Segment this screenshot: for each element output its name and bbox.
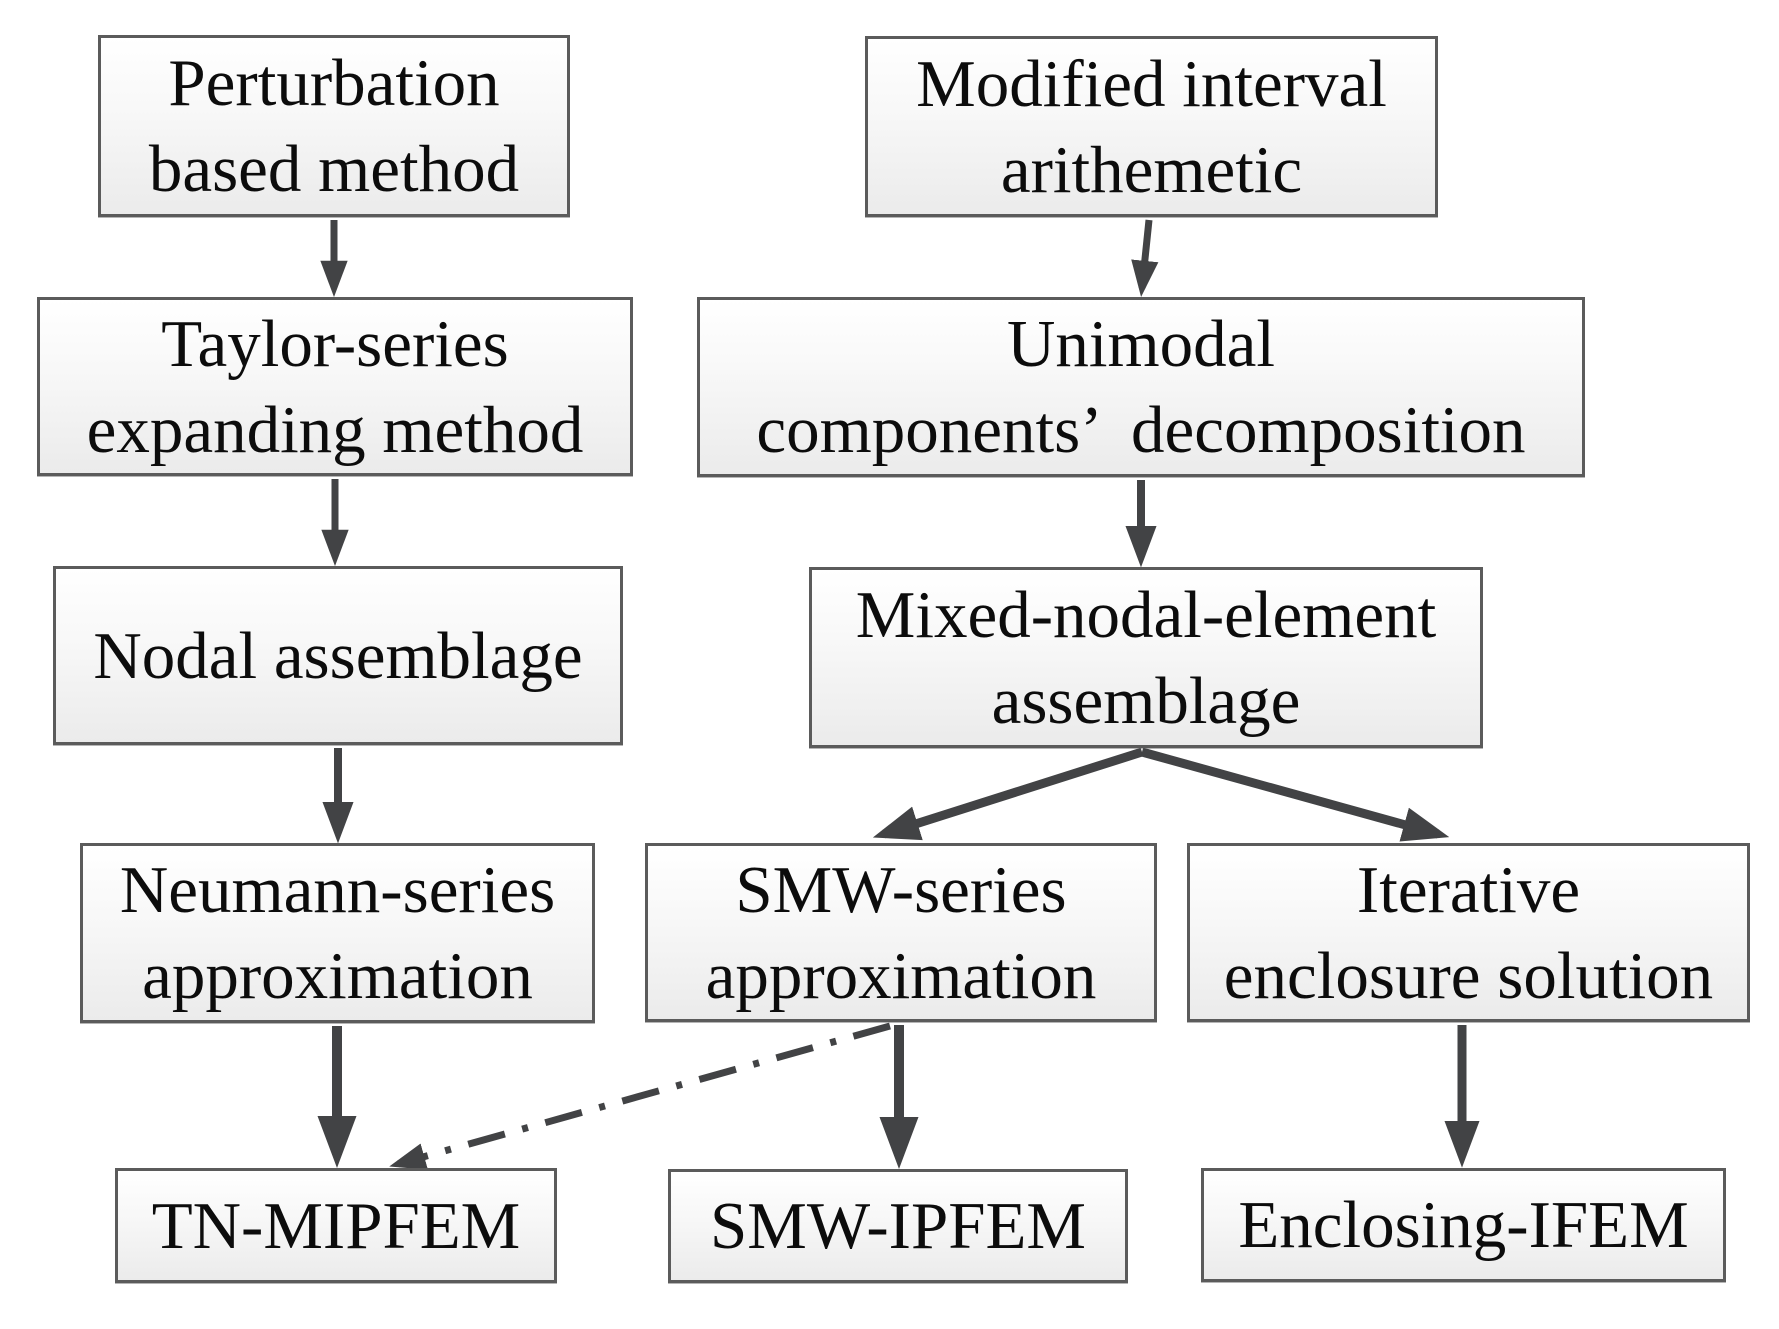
node-label-line: TN-MIPFEM (151, 1188, 521, 1263)
node-tn-mipfem: TN-MIPFEM (115, 1168, 557, 1283)
node-label-line: expanding method (86, 392, 584, 467)
node-label-line: Iterative (1356, 852, 1581, 927)
node-label-line: approximation (142, 939, 533, 1013)
node-label-line: Nodal assemblage (93, 618, 583, 693)
node-mixed-nodal-element-assemblage: Mixed-nodal-element assemblage (809, 567, 1483, 748)
node-label-line: Perturbation (168, 46, 500, 120)
node-label-line: Neumann-series (119, 853, 556, 927)
node-label-line: components’ decomposition (756, 393, 1526, 467)
node-unimodal-components-decomposition: Unimodal components’ decomposition (697, 297, 1585, 477)
node-label-line: SMW-series (735, 852, 1067, 927)
node-label-line: assemblage (991, 663, 1301, 738)
node-nodal-assemblage: Nodal assemblage (53, 566, 623, 745)
node-neumann-series-approximation: Neumann-series approximation (80, 843, 595, 1023)
node-smw-series-approximation: SMW-series approximation (645, 843, 1157, 1022)
node-iterative-enclosure-solution: Iterative enclosure solution (1187, 843, 1750, 1022)
node-label-line: SMW-IPFEM (709, 1189, 1087, 1263)
node-label-line: based method (148, 132, 520, 206)
edge-smw-series-to-tn-mipfem (389, 1022, 891, 1170)
edge-group (317, 219, 1480, 1170)
node-label-line: Taylor-series (161, 306, 509, 381)
node-label-line: Modified interval (916, 46, 1387, 121)
node-label-line: approximation (705, 938, 1097, 1013)
node-label-line: arithemetic (1000, 132, 1303, 207)
node-enclosing-ifem: Enclosing-IFEM (1201, 1168, 1726, 1282)
node-label-line: Mixed-nodal-element (855, 577, 1437, 652)
node-taylor-series-expanding-method: Taylor-series expanding method (37, 297, 633, 476)
node-smw-ipfem: SMW-IPFEM (668, 1169, 1128, 1283)
node-perturbation-based-method: Perturbation based method (98, 35, 570, 217)
node-label-line: Enclosing-IFEM (1238, 1188, 1689, 1262)
edge-mixed-to-iterative (1140, 747, 1450, 842)
edge-modified-to-unimodal (1131, 219, 1159, 298)
node-label-line: Unimodal (1007, 307, 1275, 381)
node-modified-interval-arithemetic: Modified interval arithemetic (865, 36, 1438, 217)
node-label-line: enclosure solution (1223, 938, 1714, 1013)
edge-mixed-to-smw-series (872, 747, 1144, 841)
